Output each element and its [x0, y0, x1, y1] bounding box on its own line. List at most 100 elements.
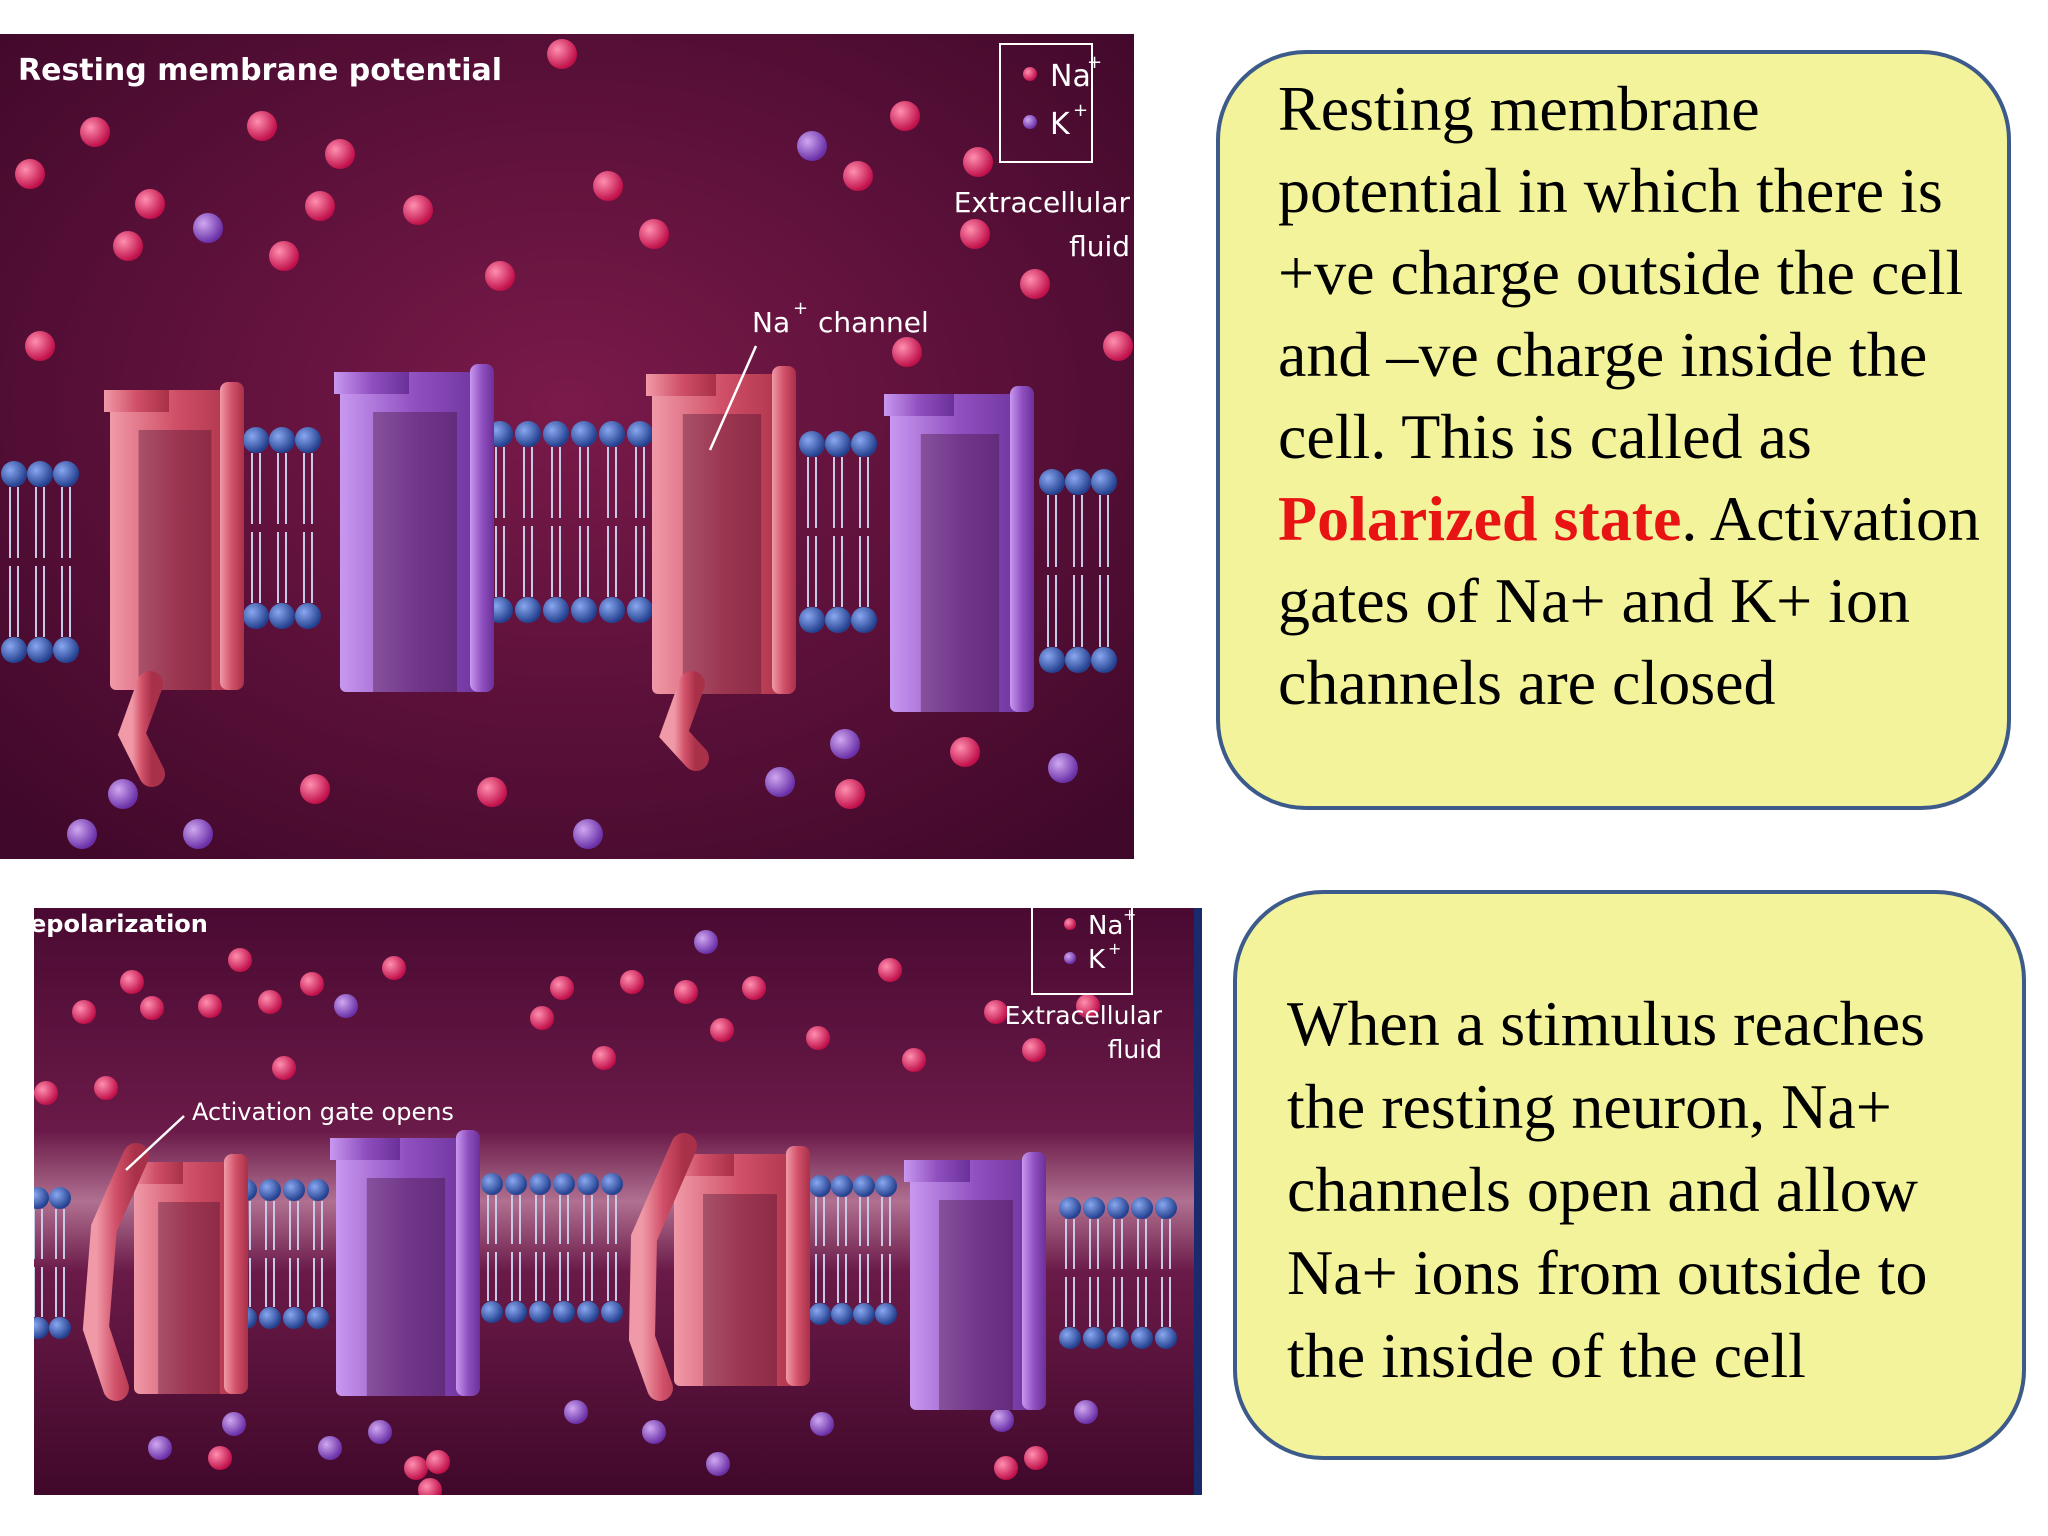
na-ion — [120, 970, 144, 994]
k-channel — [904, 1152, 1046, 1410]
bottom-ion-layer — [34, 930, 1100, 1495]
lipid-head — [851, 431, 877, 457]
lipid-head — [1131, 1327, 1153, 1349]
lipid-head — [283, 1179, 305, 1201]
lipid-head — [49, 1317, 71, 1339]
na-channel-closed — [104, 382, 244, 787]
lipid-head — [529, 1301, 551, 1323]
na-ion — [135, 189, 165, 219]
lipid-head — [34, 1187, 49, 1209]
lipid-head — [1155, 1197, 1177, 1219]
na-ion — [94, 1076, 118, 1100]
top-channel-pointer — [708, 345, 758, 451]
na-ion — [639, 219, 669, 249]
lipid-head — [283, 1307, 305, 1329]
na-ion — [113, 231, 143, 261]
top-legend: Na + K + — [999, 43, 1102, 163]
na-ion — [1022, 1038, 1046, 1062]
lipid-head — [825, 607, 851, 633]
lipid-head — [875, 1175, 897, 1197]
k-ion — [334, 994, 358, 1018]
lipid-head — [505, 1301, 527, 1323]
k-ion — [694, 930, 718, 954]
polarized-state-highlight: Polarized state — [1278, 483, 1682, 554]
top-fluid-label-2: fluid — [1069, 230, 1130, 263]
na-ion — [198, 994, 222, 1018]
na-ion — [550, 976, 574, 1000]
k-ion — [830, 729, 860, 759]
lipid-head — [627, 597, 653, 623]
lipid-head — [307, 1179, 329, 1201]
na-ion — [1103, 331, 1133, 361]
k-channel — [330, 1130, 480, 1396]
lipid-head — [853, 1175, 875, 1197]
na-channel-open — [82, 1143, 248, 1401]
lipid-head — [481, 1173, 503, 1195]
na-ion — [835, 779, 865, 809]
lipid-head — [1083, 1197, 1105, 1219]
lipid-head — [1039, 469, 1065, 495]
bottom-legend-na-sup: + — [1123, 908, 1136, 924]
na-ion — [1020, 269, 1050, 299]
na-ion — [963, 147, 993, 177]
top-panel-title: Resting membrane potential — [18, 53, 502, 88]
k-ion — [67, 819, 97, 849]
stimulus-text: When a stimulus reaches the resting neur… — [1287, 988, 1928, 1391]
polarized-text-start: Resting membrane potential in which ther… — [1278, 73, 1964, 472]
na-ion — [960, 219, 990, 249]
lipid-head — [1059, 1327, 1081, 1349]
na-ion — [34, 1081, 58, 1105]
k-ion — [193, 213, 223, 243]
lipid-head — [853, 1303, 875, 1325]
na-channel-open — [628, 1133, 810, 1401]
top-membrane — [1, 421, 1117, 673]
top-legend-k-sup: + — [1073, 100, 1088, 121]
na-ion — [742, 976, 766, 1000]
na-ion — [710, 1018, 734, 1042]
lipid-head — [307, 1307, 329, 1329]
lipid-head — [799, 607, 825, 633]
k-ion — [765, 767, 795, 797]
lipid-head — [259, 1179, 281, 1201]
polarized-state-callout: Resting membrane potential in which ther… — [1216, 50, 2011, 810]
na-ion — [892, 337, 922, 367]
top-fluid-label-1: Extracellular — [954, 186, 1131, 219]
polarized-state-text: Resting membrane potential in which ther… — [1278, 68, 1987, 724]
polarized-text-end: . Activation gates of Na+ and K+ ion cha… — [1278, 483, 1981, 718]
lipid-head — [601, 1301, 623, 1323]
resting-potential-diagram: Resting membrane potential Na + K + Extr… — [0, 34, 1134, 859]
lipid-head — [1107, 1197, 1129, 1219]
k-ion — [797, 131, 827, 161]
lipid-head — [269, 603, 295, 629]
na-ion — [843, 161, 873, 191]
lipid-head — [243, 427, 269, 453]
top-channel-ion-sup: + — [793, 298, 808, 319]
na-ion — [15, 159, 45, 189]
k-ion — [318, 1436, 342, 1460]
na-ion — [902, 1048, 926, 1072]
top-ion-layer — [15, 39, 1133, 849]
lipid-head — [515, 597, 541, 623]
lipid-head — [809, 1303, 831, 1325]
lipid-head — [553, 1173, 575, 1195]
lipid-head — [1155, 1327, 1177, 1349]
k-ion — [564, 1400, 588, 1424]
resting-potential-svg: Resting membrane potential Na + K + Extr… — [0, 34, 1134, 859]
lipid-head — [505, 1173, 527, 1195]
lipid-head — [571, 421, 597, 447]
lipid-head — [295, 427, 321, 453]
lipid-head — [851, 607, 877, 633]
k-ion — [368, 1420, 392, 1444]
na-ion — [994, 1456, 1018, 1480]
k-ion — [1048, 753, 1078, 783]
lipid-head — [1065, 469, 1091, 495]
k-ion — [1074, 1400, 1098, 1424]
lipid-head — [53, 637, 79, 663]
lipid-head — [809, 1175, 831, 1197]
na-channel-closed — [646, 366, 796, 771]
na-ion — [72, 1000, 96, 1024]
top-legend-k: K — [1050, 107, 1071, 142]
na-ion — [272, 1056, 296, 1080]
lipid-head — [571, 597, 597, 623]
na-ion — [477, 777, 507, 807]
